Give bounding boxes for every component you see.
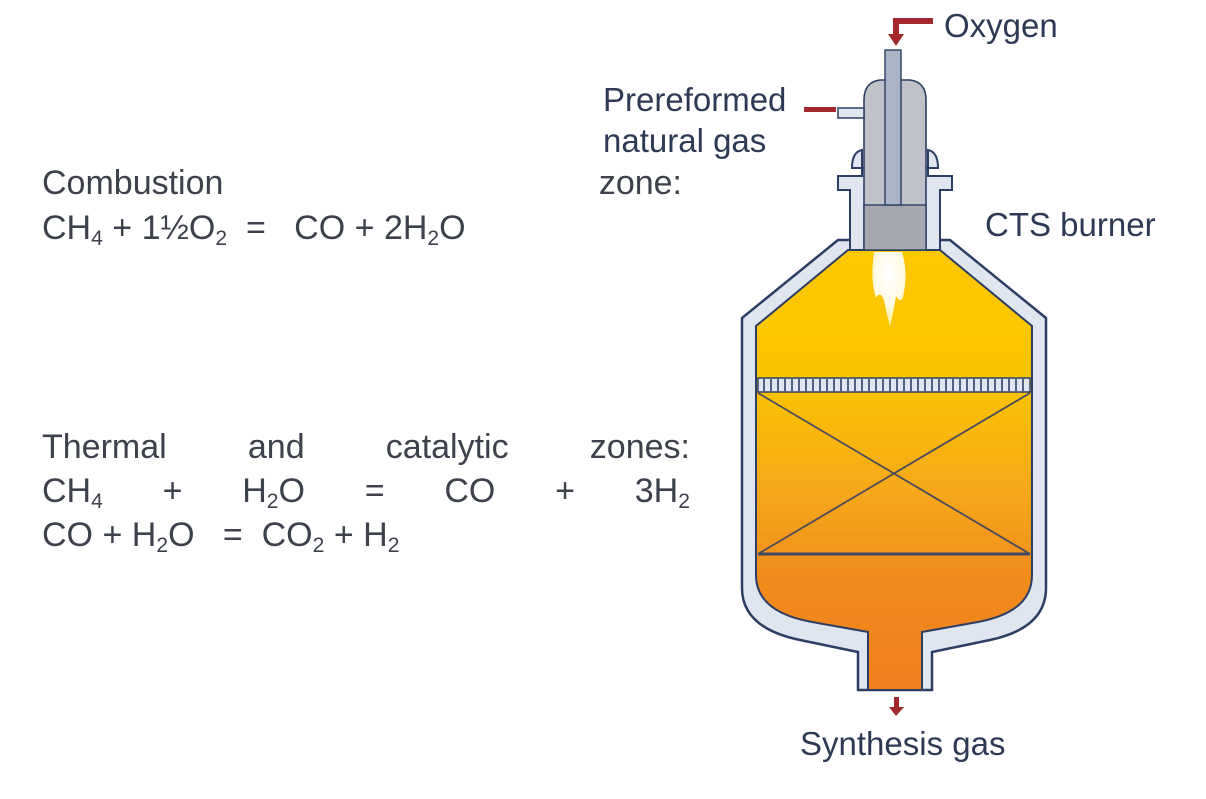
- oxygen-inlet-arrow: [888, 18, 933, 46]
- thermal-heading: Thermal and catalytic zones:: [42, 428, 690, 466]
- flame-icon: [872, 252, 906, 326]
- synthesis-gas-label: Synthesis gas: [800, 725, 1006, 762]
- catalyst-bed: [757, 392, 1031, 556]
- catalyst-grid: [757, 377, 1031, 393]
- natural-gas-inlet-arrow: [804, 107, 836, 112]
- combustion-heading: Combustion zone:: [42, 164, 682, 202]
- prereformed-label-line1: Prereformed: [603, 81, 787, 118]
- steam-reforming-equation: CH4 + H2O = CO + 3H2: [42, 472, 690, 513]
- vessel-interior: [755, 249, 1033, 691]
- synthesis-gas-outlet-arrow: [889, 697, 904, 716]
- prereformed-label-line2: natural gas: [603, 122, 767, 159]
- cts-burner: [837, 49, 953, 251]
- combustion-equation: CH4 + 1½O2 = CO + 2H2O: [42, 209, 466, 250]
- water-gas-shift-equation: CO + H2O = CO2 + H2: [42, 516, 400, 557]
- oxygen-label: Oxygen: [944, 7, 1058, 44]
- cts-burner-label: CTS burner: [985, 206, 1156, 243]
